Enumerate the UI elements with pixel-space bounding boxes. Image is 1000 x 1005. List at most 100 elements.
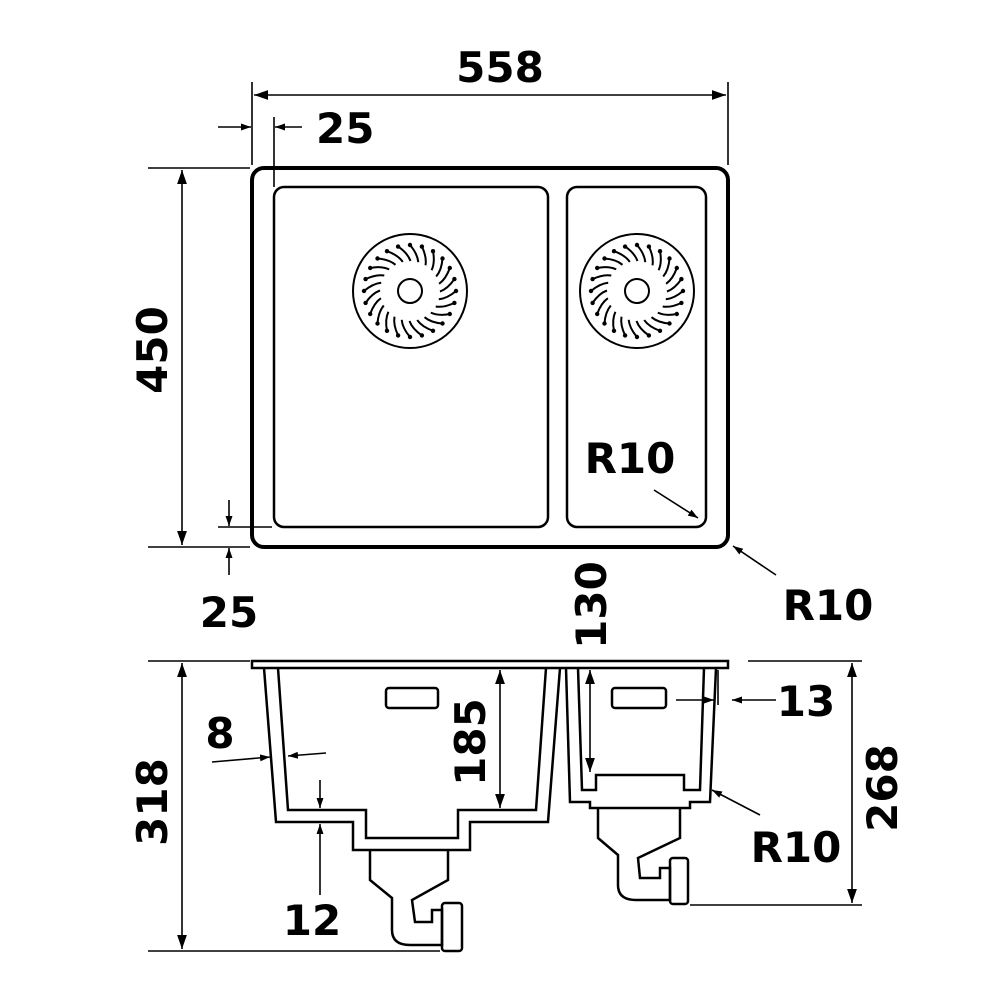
strainer-slot (604, 257, 624, 266)
strainer-slot (603, 304, 612, 324)
strainer-dot (622, 333, 628, 338)
strainer-dot (667, 256, 672, 261)
strainer-slot (592, 274, 612, 281)
dimension-12-label: 12 (283, 896, 341, 945)
strainer-dot (440, 256, 445, 261)
small-bowl-section-inner (576, 667, 706, 792)
small-overflow-slot (610, 686, 668, 710)
strainer-dot (440, 321, 445, 326)
strainer-slot (435, 258, 444, 278)
strainer-slot (612, 311, 617, 331)
strainer-dot (363, 276, 368, 282)
strainer-dot (674, 311, 679, 317)
strainer-slot (409, 244, 420, 263)
radius-outer: R10 (732, 545, 874, 630)
strainer-dot (363, 300, 368, 306)
strainer-dot (368, 265, 373, 271)
strainer-slot (420, 246, 427, 266)
small-bowl (565, 185, 708, 529)
strainer-dot (602, 256, 607, 261)
strainer-dot (419, 244, 425, 249)
strainer-dot (590, 276, 595, 282)
section-view (250, 659, 730, 953)
dimension-558: 558 (251, 43, 729, 165)
strainer-slot (657, 311, 677, 316)
radius-small-bottom: R10 (711, 789, 842, 872)
dimension-318-label: 318 (128, 758, 177, 846)
dimension-185-label: 185 (446, 698, 495, 786)
dimension-25-top: 25 (218, 104, 374, 187)
strainer-dot (595, 265, 600, 271)
strainer-slot (597, 266, 617, 271)
strainer-slot (665, 290, 684, 301)
strainer-dot (674, 265, 679, 271)
strainer-dot (375, 321, 380, 326)
strainer-slot (590, 281, 609, 292)
strainer-slot (370, 266, 390, 271)
strainer-dot (622, 244, 628, 249)
strainer-slot (438, 290, 457, 301)
dimension-8: 8 (205, 709, 327, 763)
main-bowl (272, 185, 550, 529)
strainer-slot (435, 301, 455, 308)
strainer-slot (365, 274, 385, 281)
radius-outer-label: R10 (783, 581, 874, 630)
strainer-dot (384, 328, 390, 333)
strainer-dot (375, 256, 380, 261)
strainer-dot (447, 265, 452, 271)
strainer-dot (430, 249, 436, 254)
strainer-slot (657, 251, 662, 271)
small-drain-outlet (668, 856, 690, 906)
strainer-dot (634, 334, 640, 340)
main-strainer-icon (352, 233, 468, 349)
strainer-dot (453, 288, 459, 294)
dimension-450: 450 (128, 167, 250, 548)
dimension-25-bottom: 25 (200, 500, 272, 637)
strainer-dot (646, 333, 652, 338)
main-drain-pipe (368, 850, 450, 947)
strainer-dot (590, 300, 595, 306)
strainer-dot (368, 311, 373, 317)
strainer-slot (385, 311, 390, 331)
strainer-slot (647, 246, 654, 266)
strainer-dot (588, 288, 594, 294)
main-drain-outlet (440, 901, 464, 953)
strainer-slot (423, 316, 443, 325)
strainer-slot (636, 244, 647, 263)
strainer-slot (620, 316, 627, 336)
dimension-25-top-label: 25 (316, 104, 374, 153)
dimension-558-label: 558 (456, 43, 544, 92)
sink-flange (250, 659, 730, 670)
strainer-dot (430, 328, 436, 333)
dimension-185: 185 (446, 670, 505, 808)
strainer-dot (611, 328, 617, 333)
strainer-dot (667, 321, 672, 326)
dimension-450-label: 450 (128, 306, 177, 394)
radius-small-bottom-label: R10 (751, 823, 842, 872)
strainer-dot (595, 311, 600, 317)
strainer-dot (407, 242, 413, 248)
strainer-dot (395, 333, 401, 338)
dimension-13: 13 (676, 670, 835, 726)
strainer-slot (662, 301, 682, 308)
strainer-slot (627, 319, 638, 338)
strainer-dot (419, 333, 425, 338)
main-overflow-slot (384, 686, 440, 710)
sink-outline (250, 166, 730, 549)
strainer-dot (602, 321, 607, 326)
strainer-dot (452, 276, 457, 282)
strainer-slot (376, 304, 385, 324)
strainer-dot (452, 300, 457, 306)
dimension-268-label: 268 (858, 744, 907, 832)
strainer-slot (400, 319, 411, 338)
small-strainer-icon (579, 233, 695, 349)
strainer-dot (395, 244, 401, 249)
strainer-slot (363, 281, 382, 292)
strainer-dot (361, 288, 367, 294)
strainer-slot (662, 258, 671, 278)
strainer-dot (679, 276, 684, 282)
main-bowl-section-outer (262, 667, 562, 852)
strainer-slot (430, 311, 450, 316)
